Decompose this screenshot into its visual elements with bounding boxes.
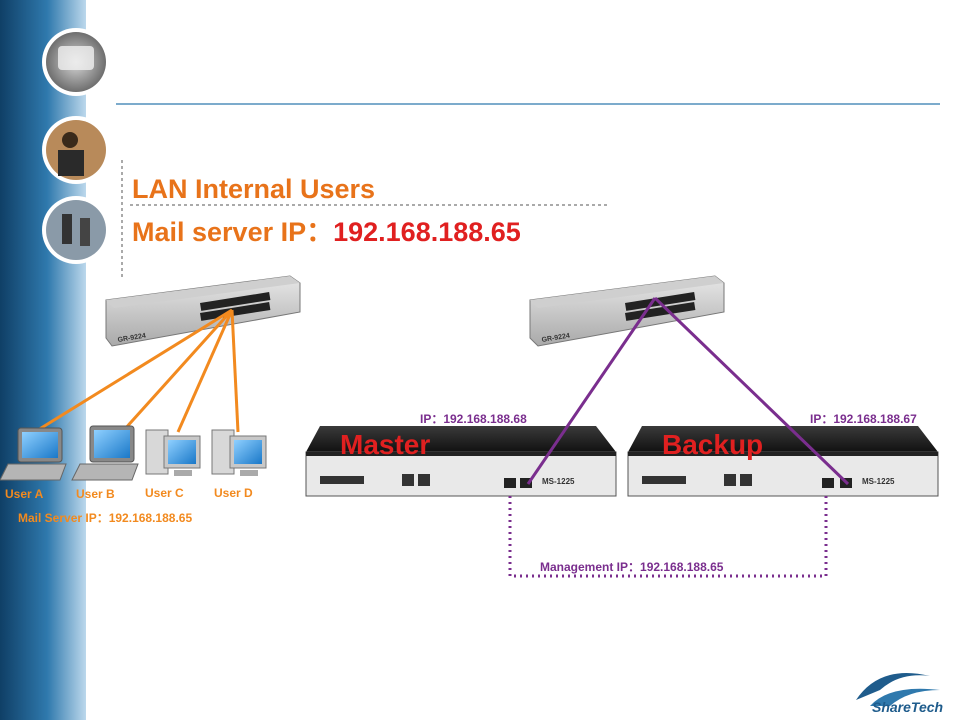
mail-server-label: Mail Server IP：192.168.188.65	[18, 511, 192, 525]
backup-ip-label: IP：192.168.188.67	[810, 412, 917, 426]
link-master	[526, 297, 657, 485]
user-b-label: User B	[76, 487, 115, 501]
link-user-a	[37, 308, 233, 432]
master-ip-label: IP：192.168.188.68	[420, 412, 527, 426]
user-a-laptop	[0, 427, 67, 481]
sidebar-photo-1	[42, 28, 110, 96]
user-c-label: User C	[145, 486, 184, 500]
link-user-b	[122, 308, 234, 432]
backup-model: MS-1225	[862, 477, 895, 486]
link-backup	[653, 296, 850, 486]
switch-right: GR-9224	[529, 275, 725, 347]
link-user-c	[176, 309, 234, 433]
user-c-desktop	[145, 429, 201, 476]
master-model: MS-1225	[542, 477, 575, 486]
appliance-links	[526, 296, 850, 486]
title-line-1: LAN Internal Users	[132, 174, 375, 204]
user-b-laptop	[71, 425, 139, 481]
user-labels: User A User B User C User D	[5, 486, 253, 501]
backup-appliance: MS-1225 Backup	[627, 426, 939, 497]
title-prefix: Mail server IP：	[132, 217, 333, 247]
sidebar-photo-3	[42, 196, 110, 264]
user-a-label: User A	[5, 487, 44, 501]
user-links	[37, 308, 240, 433]
master-appliance: MS-1225 Master	[305, 426, 617, 497]
switch-right-model: GR-9224	[541, 333, 570, 344]
logo-text: ShareTech	[872, 699, 943, 715]
backup-label: Backup	[662, 429, 763, 460]
title-ip: 192.168.188.65	[333, 217, 521, 247]
user-d-label: User D	[214, 486, 253, 500]
user-d-desktop	[211, 429, 267, 476]
switch-left: GR-9224	[105, 275, 301, 347]
link-user-d	[230, 309, 240, 433]
management-ip-label: Management IP：192.168.188.65	[540, 560, 724, 574]
sidebar-photo-2	[42, 116, 110, 184]
master-label: Master	[340, 429, 430, 460]
sharetech-logo: ShareTech	[856, 673, 943, 715]
title-line-2: Mail server IP：192.168.188.65	[132, 217, 521, 247]
sidebar	[0, 0, 110, 720]
switch-left-model: GR-9224	[117, 333, 146, 344]
